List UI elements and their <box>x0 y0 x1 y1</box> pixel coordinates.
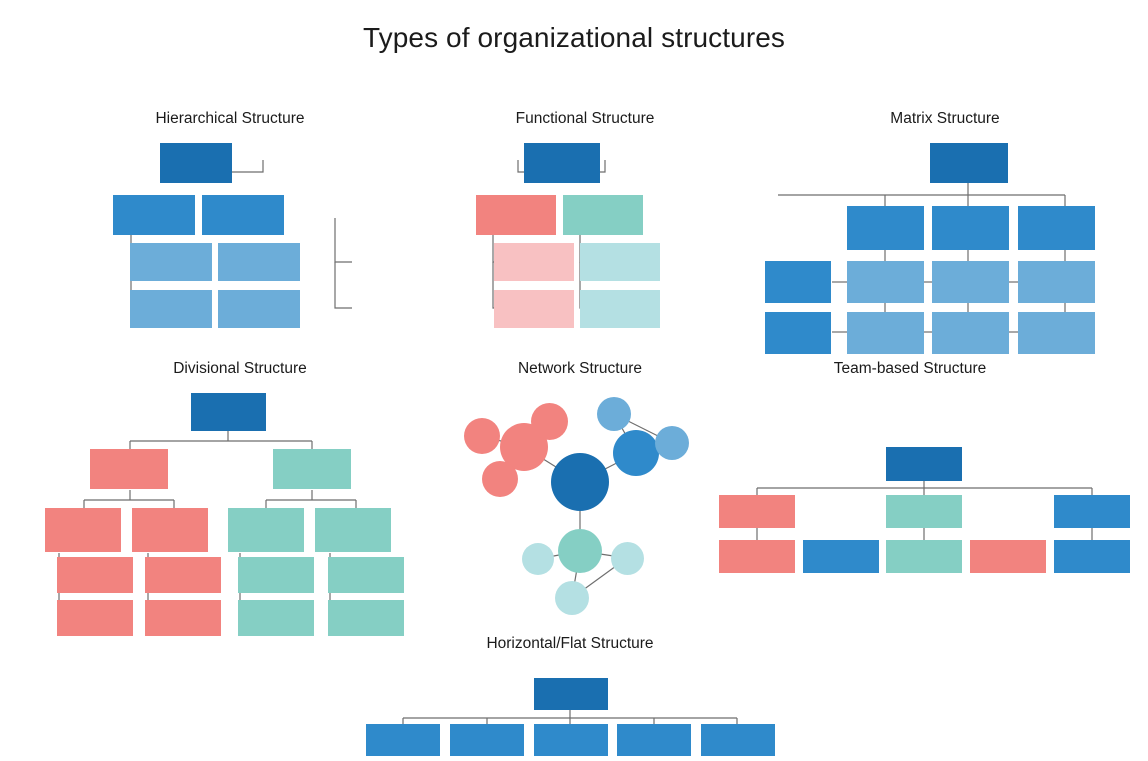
node-cell-1-3[interactable] <box>1018 261 1095 303</box>
node-dept-left-2[interactable] <box>132 508 208 552</box>
node-root[interactable] <box>930 143 1008 183</box>
node-subunit-left-2[interactable] <box>494 290 574 328</box>
diagram-team-based <box>700 360 1130 600</box>
node-team-right-2-b[interactable] <box>328 600 404 636</box>
node-team-lead-2[interactable] <box>886 495 962 528</box>
panel-title-divisional: Divisional Structure <box>173 360 307 377</box>
node-level3-right-1[interactable] <box>218 243 300 281</box>
network-node-red-3[interactable] <box>482 461 518 497</box>
node-project-lead-2[interactable] <box>765 312 831 354</box>
node-team-left-2-b[interactable] <box>145 600 221 636</box>
network-node-blue-2[interactable] <box>655 426 689 460</box>
panel-title-team-based: Team-based Structure <box>833 360 987 377</box>
node-team-lead-3[interactable] <box>1054 495 1130 528</box>
network-node-teal-3[interactable] <box>555 581 589 615</box>
node-dept-right-2[interactable] <box>315 508 391 552</box>
node-root[interactable] <box>886 447 962 481</box>
diagram-horizontal-flat <box>340 635 800 761</box>
node-division-left[interactable] <box>90 449 168 489</box>
panel-title-horizontal-flat: Horizontal/Flat Structure <box>486 635 654 652</box>
node-division-right[interactable] <box>273 449 351 489</box>
node-level3-right-2[interactable] <box>218 290 300 328</box>
panel-horizontal-flat: Horizontal/Flat Structure <box>340 635 800 761</box>
node-team-member-4[interactable] <box>970 540 1046 573</box>
node-function-1[interactable] <box>847 206 924 250</box>
network-node-teal-2[interactable] <box>611 542 644 575</box>
node-level2-left[interactable] <box>113 195 195 235</box>
node-team-lead-1[interactable] <box>719 495 795 528</box>
node-root[interactable] <box>160 143 232 183</box>
diagram-hierarchical <box>80 110 380 340</box>
node-unit-5[interactable] <box>701 724 775 756</box>
diagram-divisional <box>40 360 440 636</box>
diagram-network <box>450 360 710 615</box>
panel-network: Network Structure <box>450 360 710 615</box>
panel-title-functional: Functional Structure <box>515 110 655 127</box>
network-node-teal-1[interactable] <box>522 543 554 575</box>
node-level3-left-1[interactable] <box>130 243 212 281</box>
node-subunit-right-1[interactable] <box>580 243 660 281</box>
node-dept-left-1[interactable] <box>45 508 121 552</box>
node-cell-1-2[interactable] <box>932 261 1009 303</box>
node-team-left-2-a[interactable] <box>145 557 221 593</box>
node-function-3[interactable] <box>1018 206 1095 250</box>
network-node-blue-1[interactable] <box>597 397 631 431</box>
node-subunit-left-1[interactable] <box>494 243 574 281</box>
node-root[interactable] <box>524 143 600 183</box>
node-team-member-2[interactable] <box>803 540 879 573</box>
network-node-red-2[interactable] <box>531 403 568 440</box>
node-cell-2-1[interactable] <box>847 312 924 354</box>
node-division-right[interactable] <box>563 195 643 235</box>
panel-title-hierarchical: Hierarchical Structure <box>155 110 305 127</box>
panel-matrix: Matrix Structure <box>765 110 1120 354</box>
page-title: Types of organizational structures <box>362 22 786 53</box>
panel-functional: Functional Structure <box>450 110 720 340</box>
node-team-member-5[interactable] <box>1054 540 1130 573</box>
node-team-right-2-a[interactable] <box>328 557 404 593</box>
network-node-red-1[interactable] <box>464 418 500 454</box>
node-team-left-1-a[interactable] <box>57 557 133 593</box>
node-project-lead-1[interactable] <box>765 261 831 303</box>
network-node-hub-teal[interactable] <box>558 529 602 573</box>
node-team-left-1-b[interactable] <box>57 600 133 636</box>
node-root[interactable] <box>191 393 266 431</box>
network-node-core[interactable] <box>551 453 609 511</box>
node-team-right-1-a[interactable] <box>238 557 314 593</box>
node-level2-right[interactable] <box>202 195 284 235</box>
node-team-member-3[interactable] <box>886 540 962 573</box>
network-node-hub-blue[interactable] <box>613 430 659 476</box>
node-unit-4[interactable] <box>617 724 691 756</box>
panel-divisional: Divisional Structure <box>40 360 440 636</box>
node-division-left[interactable] <box>476 195 556 235</box>
node-function-2[interactable] <box>932 206 1009 250</box>
node-cell-1-1[interactable] <box>847 261 924 303</box>
node-unit-2[interactable] <box>450 724 524 756</box>
node-unit-3[interactable] <box>534 724 608 756</box>
panel-hierarchical: Hierarchical Structure <box>80 110 380 340</box>
node-cell-2-2[interactable] <box>932 312 1009 354</box>
panel-team-based: Team-based Structure <box>700 360 1130 600</box>
diagram-matrix <box>765 110 1120 354</box>
panel-title-matrix: Matrix Structure <box>890 110 1000 127</box>
node-dept-right-1[interactable] <box>228 508 304 552</box>
node-unit-1[interactable] <box>366 724 440 756</box>
node-root[interactable] <box>534 678 608 710</box>
node-level3-left-2[interactable] <box>130 290 212 328</box>
node-team-member-1[interactable] <box>719 540 795 573</box>
node-cell-2-3[interactable] <box>1018 312 1095 354</box>
node-team-right-1-b[interactable] <box>238 600 314 636</box>
panel-title-network: Network Structure <box>517 360 643 377</box>
node-subunit-right-2[interactable] <box>580 290 660 328</box>
diagram-functional <box>450 110 720 340</box>
